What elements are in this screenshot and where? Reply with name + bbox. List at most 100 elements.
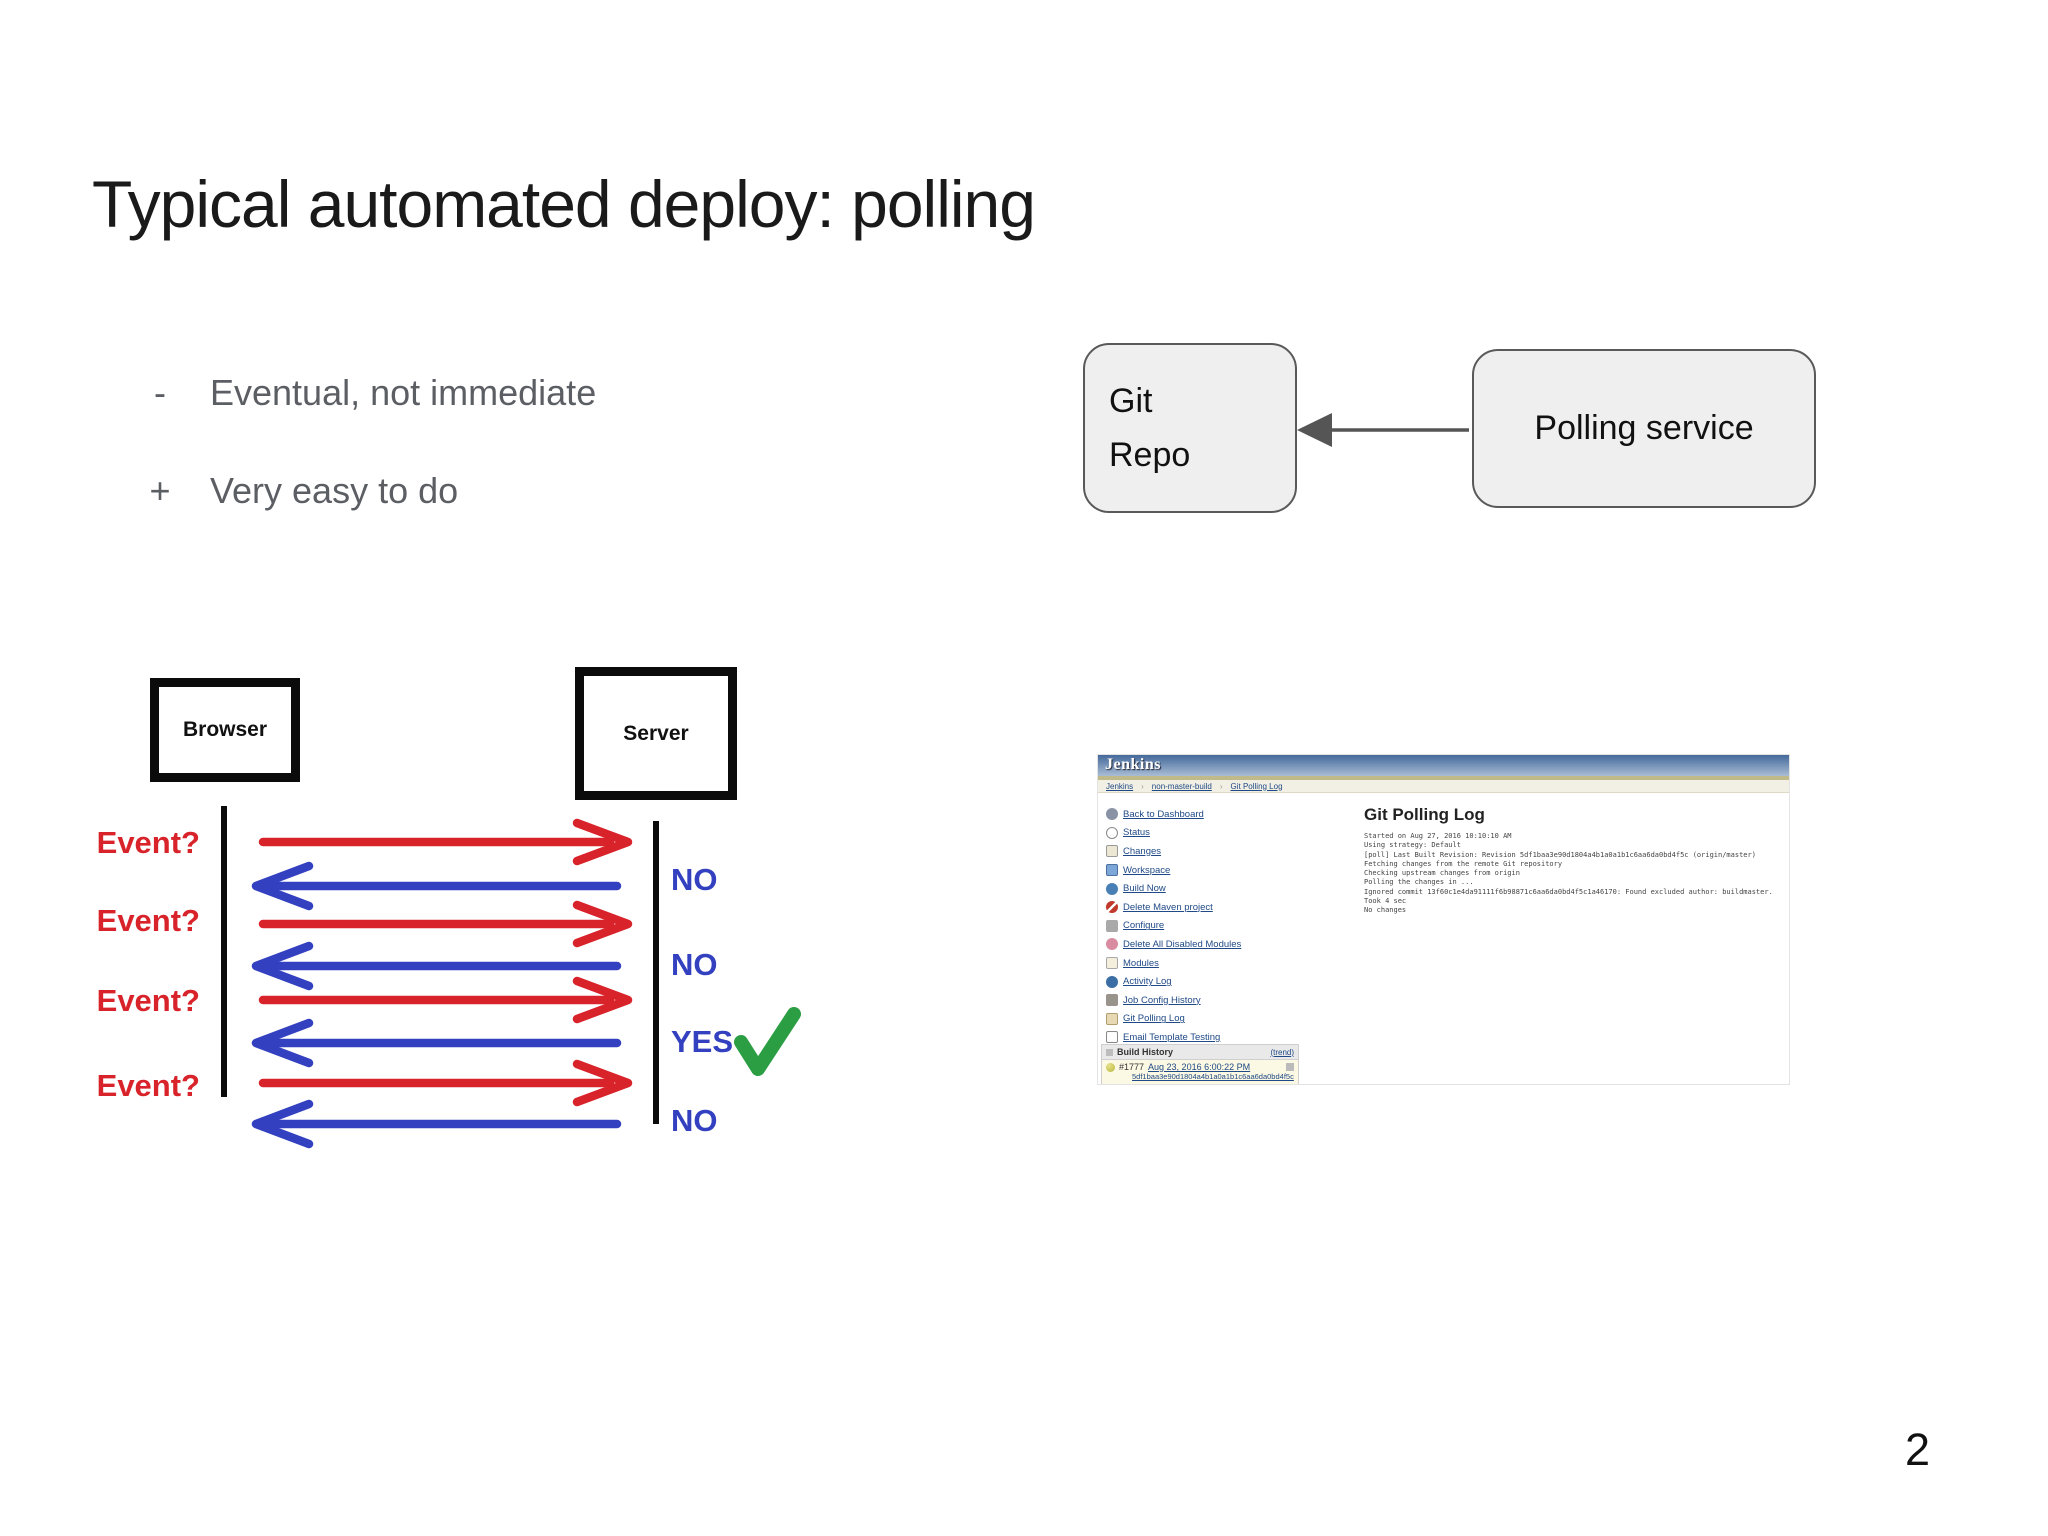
breadcrumb: Jenkins › non-master-build › Git Polling…	[1098, 780, 1789, 793]
build-status-ball-icon	[1106, 1062, 1115, 1072]
config-history-icon	[1106, 994, 1118, 1007]
server-label: Server	[623, 721, 689, 745]
sidebar-item-configure[interactable]: Configure	[1106, 917, 1316, 936]
response-label-1: NO	[671, 862, 718, 897]
event-label-2: Event?	[96, 903, 200, 938]
sidebar-link[interactable]: Email Template Testing	[1123, 1031, 1221, 1043]
console-output-icon[interactable]	[1286, 1063, 1294, 1071]
event-label-4: Event?	[96, 1068, 200, 1103]
page-title: Typical automated deploy: polling	[92, 167, 1036, 241]
sidebar-link[interactable]: Delete Maven project	[1123, 901, 1213, 913]
sidebar-item-delete-disabled-modules[interactable]: Delete All Disabled Modules	[1106, 935, 1316, 954]
trend-link[interactable]: (trend)	[1270, 1047, 1294, 1057]
polling-arrow	[1297, 413, 1469, 447]
sidebar-link[interactable]: Modules	[1123, 957, 1159, 969]
sidebar-link[interactable]: Status	[1123, 827, 1150, 839]
breadcrumb-job[interactable]: non-master-build	[1151, 781, 1212, 791]
breadcrumb-git-polling-log[interactable]: Git Polling Log	[1230, 781, 1283, 791]
bullet-text: Very easy to do	[210, 470, 459, 511]
jenkins-header-bar: Jenkins	[1098, 755, 1789, 776]
breadcrumb-jenkins[interactable]: Jenkins	[1106, 781, 1134, 791]
sidebar-item-modules[interactable]: Modules	[1106, 954, 1316, 973]
sidebar-link[interactable]: Configure	[1123, 920, 1165, 932]
configure-wrench-icon	[1106, 919, 1118, 932]
sidebar-link[interactable]: Activity Log	[1123, 976, 1172, 988]
modules-icon	[1106, 957, 1118, 970]
event-label-1: Event?	[96, 825, 200, 860]
response-arrow-1	[251, 861, 622, 911]
sidebar-link[interactable]: Changes	[1123, 845, 1162, 857]
browser-node: Browser	[150, 678, 300, 782]
build-history-title: Build History	[1117, 1047, 1174, 1057]
delete-disabled-icon	[1106, 938, 1118, 951]
browser-label: Browser	[182, 718, 268, 741]
dashboard-up-icon	[1106, 808, 1118, 821]
server-node: Server	[575, 667, 737, 800]
sidebar-item-changes[interactable]: Changes	[1106, 842, 1316, 861]
response-label-2: NO	[671, 947, 718, 982]
breadcrumb-separator: ›	[1219, 781, 1223, 791]
response-arrow-3	[251, 1018, 622, 1068]
git-polling-log-output: Started on Aug 27, 2016 10:10:10 AM Usin…	[1364, 832, 1789, 916]
git-repo-label-line2: Repo	[1109, 436, 1191, 474]
jenkins-logo: Jenkins	[1105, 756, 1161, 773]
log-line: Using strategy: Default	[1364, 841, 1461, 850]
workspace-folder-icon	[1106, 864, 1118, 877]
sidebar-item-back-to-dashboard[interactable]: Back to Dashboard	[1106, 805, 1316, 824]
bullet-text: Eventual, not immediate	[210, 372, 597, 413]
email-template-icon	[1106, 1031, 1118, 1044]
sidebar-link[interactable]: Git Polling Log	[1123, 1013, 1185, 1025]
sidebar-link[interactable]: Workspace	[1123, 864, 1171, 876]
jenkins-sidebar: Back to Dashboard Status Changes Workspa…	[1106, 805, 1316, 1047]
request-arrow-3	[258, 976, 633, 1024]
check-icon	[734, 1007, 801, 1076]
log-line: No changes	[1364, 906, 1407, 915]
build-number: #1777	[1119, 1062, 1145, 1072]
git-repo-node: Git Repo	[1083, 343, 1297, 513]
sidebar-item-workspace[interactable]: Workspace	[1106, 861, 1316, 880]
sidebar-item-activity-log[interactable]: Activity Log	[1106, 972, 1316, 991]
log-line: Checking upstream changes from origin	[1364, 869, 1520, 878]
breadcrumb-separator: ›	[1141, 781, 1144, 791]
bullet-eventual: - Eventual, not immediate	[140, 372, 596, 414]
response-label-4: NO	[671, 1103, 718, 1138]
build-date-link[interactable]: Aug 23, 2016 6:00:22 PM	[1148, 1062, 1251, 1072]
git-polling-log-heading: Git Polling Log	[1364, 805, 1485, 824]
build-now-icon	[1106, 882, 1118, 895]
bullet-marker-minus: -	[154, 372, 166, 413]
polling-service-label: Polling service	[1534, 409, 1754, 447]
log-line: [poll] Last Built Revision: Revision 5df…	[1364, 850, 1756, 859]
polling-log-clipboard-icon	[1106, 1012, 1118, 1025]
sidebar-item-status[interactable]: Status	[1106, 824, 1316, 843]
sidebar-link[interactable]: Build Now	[1123, 883, 1166, 895]
sidebar-item-delete-project[interactable]: Delete Maven project	[1106, 898, 1316, 917]
sidebar-link[interactable]: Back to Dashboard	[1123, 808, 1204, 820]
sidebar-item-build-now[interactable]: Build Now	[1106, 879, 1316, 898]
polling-service-node: Polling service	[1472, 349, 1816, 508]
activity-clock-icon	[1106, 975, 1118, 988]
page-number: 2	[1905, 1424, 1931, 1475]
response-arrow-2	[251, 941, 622, 991]
response-arrow-4	[251, 1099, 622, 1149]
sidebar-item-git-polling-log[interactable]: Git Polling Log	[1106, 1010, 1316, 1029]
sidebar-item-email-template-testing[interactable]: Email Template Testing	[1106, 1028, 1316, 1047]
event-label-3: Event?	[96, 983, 200, 1018]
git-repo-label-line1: Git	[1109, 382, 1153, 420]
sidebar-link[interactable]: Job Config History	[1123, 994, 1201, 1006]
build-history-entry: #1777 Aug 23, 2016 6:00:22 PM 5df1baa3e9…	[1102, 1060, 1298, 1084]
sidebar-link[interactable]: Delete All Disabled Modules	[1123, 938, 1242, 950]
request-arrow-1	[258, 818, 633, 866]
sidebar-item-job-config-history[interactable]: Job Config History	[1106, 991, 1316, 1010]
bullet-marker-plus: +	[149, 470, 171, 511]
sort-icon[interactable]	[1106, 1048, 1113, 1056]
log-line: Ignored commit 13f60c1e4da91111f6b98871c…	[1364, 887, 1778, 906]
build-commit-hash-link[interactable]: 5df1baa3e90d1804a4b1a0a1b1c6aa6da0bd4f5c	[1132, 1072, 1294, 1081]
log-line: Polling the changes in ...	[1364, 878, 1474, 887]
request-arrow-2	[258, 900, 633, 948]
status-search-icon	[1106, 826, 1118, 839]
request-arrow-4	[258, 1059, 633, 1107]
build-history-header: Build History (trend)	[1102, 1045, 1298, 1060]
log-line: Fetching changes from the remote Git rep…	[1364, 859, 1563, 868]
changes-icon	[1106, 845, 1118, 858]
